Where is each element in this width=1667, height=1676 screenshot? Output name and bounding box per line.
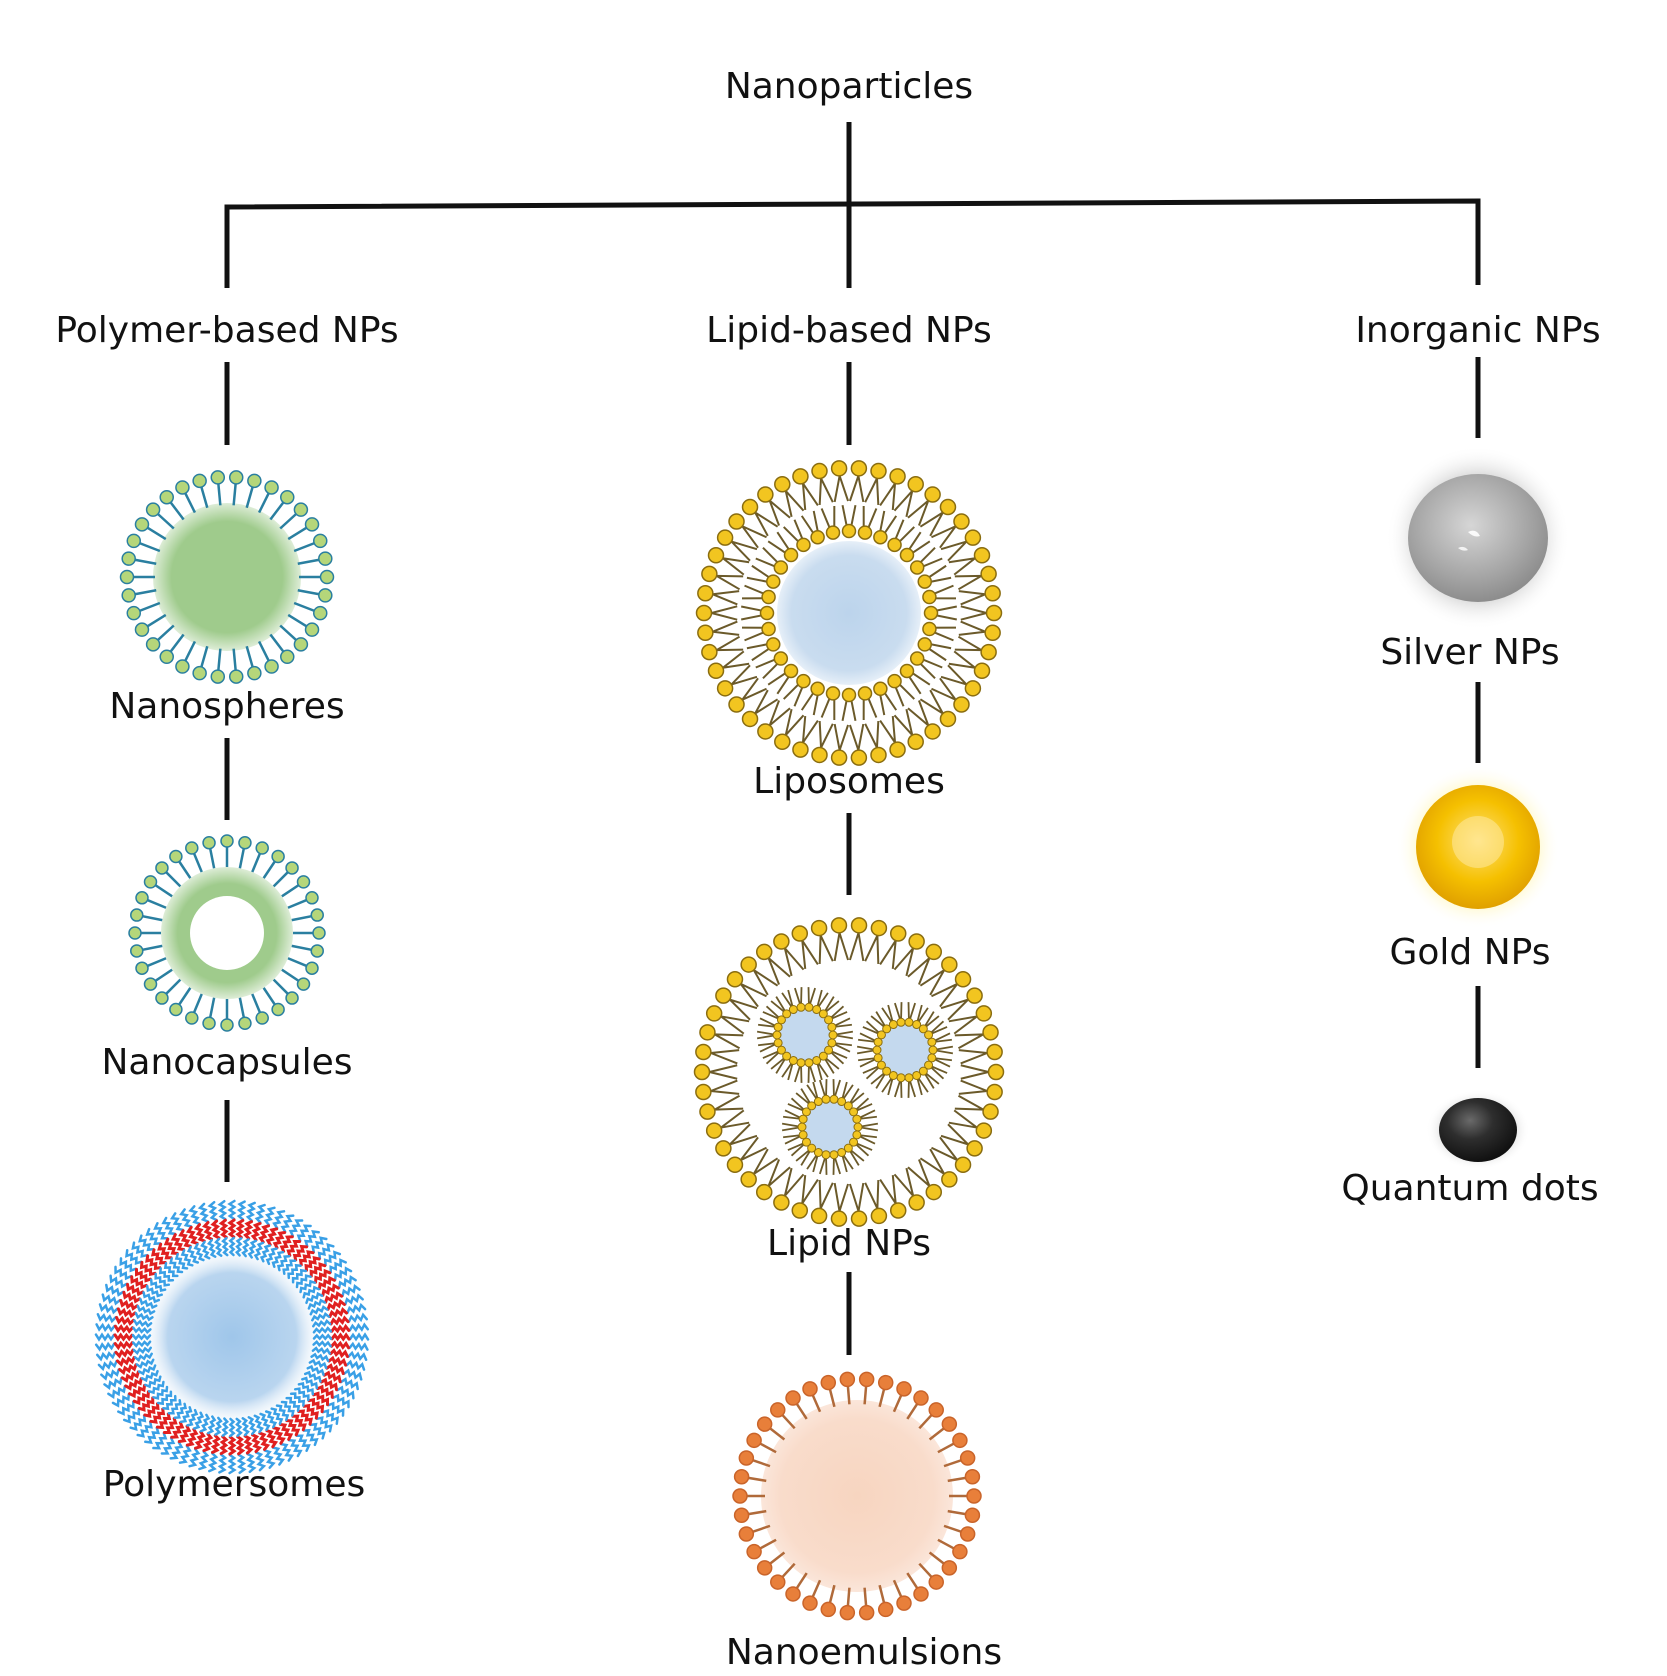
lipid-np-icon xyxy=(693,917,1005,1227)
liposome-icon xyxy=(695,460,1003,766)
category-label-inorganic: Inorganic NPs xyxy=(1355,310,1600,351)
gold-np-icon xyxy=(1396,765,1560,929)
item-label-liposomes: Liposomes xyxy=(753,761,945,802)
item-label-polymersomes: Polymersomes xyxy=(103,1464,366,1505)
item-label-gold-nps: Gold NPs xyxy=(1390,932,1551,973)
silver-np-icon xyxy=(1386,446,1570,630)
category-label-polymer: Polymer-based NPs xyxy=(55,310,398,351)
category-label-lipid: Lipid-based NPs xyxy=(706,310,992,351)
item-label-lipid-nps: Lipid NPs xyxy=(767,1223,931,1264)
connector-lines xyxy=(224,122,1481,1355)
connector-branch-bar xyxy=(224,198,1481,288)
item-label-nanospheres: Nanospheres xyxy=(109,686,344,727)
root-label: Nanoparticles xyxy=(725,66,973,107)
nanosphere-icon xyxy=(119,470,335,684)
item-label-silver-nps: Silver NPs xyxy=(1380,632,1559,673)
item-label-nanoemulsions: Nanoemulsions xyxy=(726,1632,1002,1673)
nanocapsule-icon xyxy=(128,834,326,1032)
polymersome-icon xyxy=(94,1199,370,1475)
nanoemulsion-icon xyxy=(732,1371,982,1621)
item-label-nanocapsules: Nanocapsules xyxy=(101,1042,352,1083)
item-label-quantum-dots: Quantum dots xyxy=(1341,1168,1598,1209)
quantum-dot-icon xyxy=(1426,1090,1530,1170)
